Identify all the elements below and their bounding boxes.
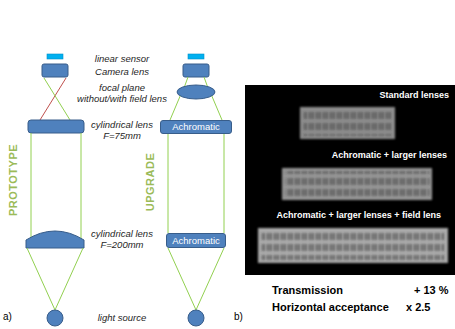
cylindrical-lens xyxy=(26,231,84,248)
part-label: linear sensor xyxy=(82,53,162,64)
linear-sensor xyxy=(188,54,204,59)
light-ray xyxy=(168,134,169,233)
image-strip xyxy=(282,168,432,200)
part-label: focal plane without/with field lens xyxy=(75,82,169,105)
image-caption: Achromatic + larger lenses + field lens xyxy=(276,211,441,221)
light-source xyxy=(188,310,204,326)
light-ray xyxy=(40,78,66,120)
light-ray xyxy=(55,248,83,310)
panel-tag: a) xyxy=(3,311,12,322)
achromatic-lens: Achromatic xyxy=(166,233,226,248)
light-ray xyxy=(224,134,225,233)
lens-label: Achromatic xyxy=(172,122,220,132)
light-ray xyxy=(170,94,181,120)
part-label: cylindrical lens F=75mm xyxy=(86,119,158,142)
image-strip xyxy=(300,107,395,139)
cylindrical-lens xyxy=(28,120,84,133)
image-panel: Standard lensesAchromatic + larger lense… xyxy=(245,85,455,275)
camera-image xyxy=(245,85,455,275)
column-title: UPGRADE xyxy=(144,153,156,212)
image-strip xyxy=(258,228,448,263)
linear-sensor xyxy=(47,54,63,59)
light-ray xyxy=(44,78,70,120)
result-name: Transmission xyxy=(272,284,343,296)
image-strip-marks xyxy=(303,110,392,136)
lens-label: Achromatic xyxy=(172,236,220,246)
image-strip-marks xyxy=(261,231,445,260)
part-label: light source xyxy=(86,312,158,323)
camera-lens xyxy=(183,64,209,77)
result-value: x 2.5 xyxy=(406,301,430,313)
image-caption: Achromatic + larger lenses xyxy=(332,151,447,161)
field-lens xyxy=(177,85,215,99)
light-ray xyxy=(27,248,55,310)
camera-lens xyxy=(42,64,68,77)
part-label: Camera lens xyxy=(82,66,162,77)
light-ray xyxy=(168,248,196,310)
column-title: PROTOTYPE xyxy=(7,144,19,216)
panel-tag: b) xyxy=(234,311,243,322)
result-value: + 13 % xyxy=(414,284,449,296)
light-source xyxy=(47,310,63,326)
light-ray xyxy=(196,248,224,310)
light-ray xyxy=(31,133,32,239)
part-label: cylindrical lens F=200mm xyxy=(86,228,158,251)
image-strip-marks xyxy=(285,171,429,197)
light-ray xyxy=(81,133,82,239)
light-ray xyxy=(211,94,222,120)
result-name: Horizontal acceptance xyxy=(272,301,389,313)
image-caption: Standard lenses xyxy=(379,91,449,101)
achromatic-lens: Achromatic xyxy=(160,120,232,134)
